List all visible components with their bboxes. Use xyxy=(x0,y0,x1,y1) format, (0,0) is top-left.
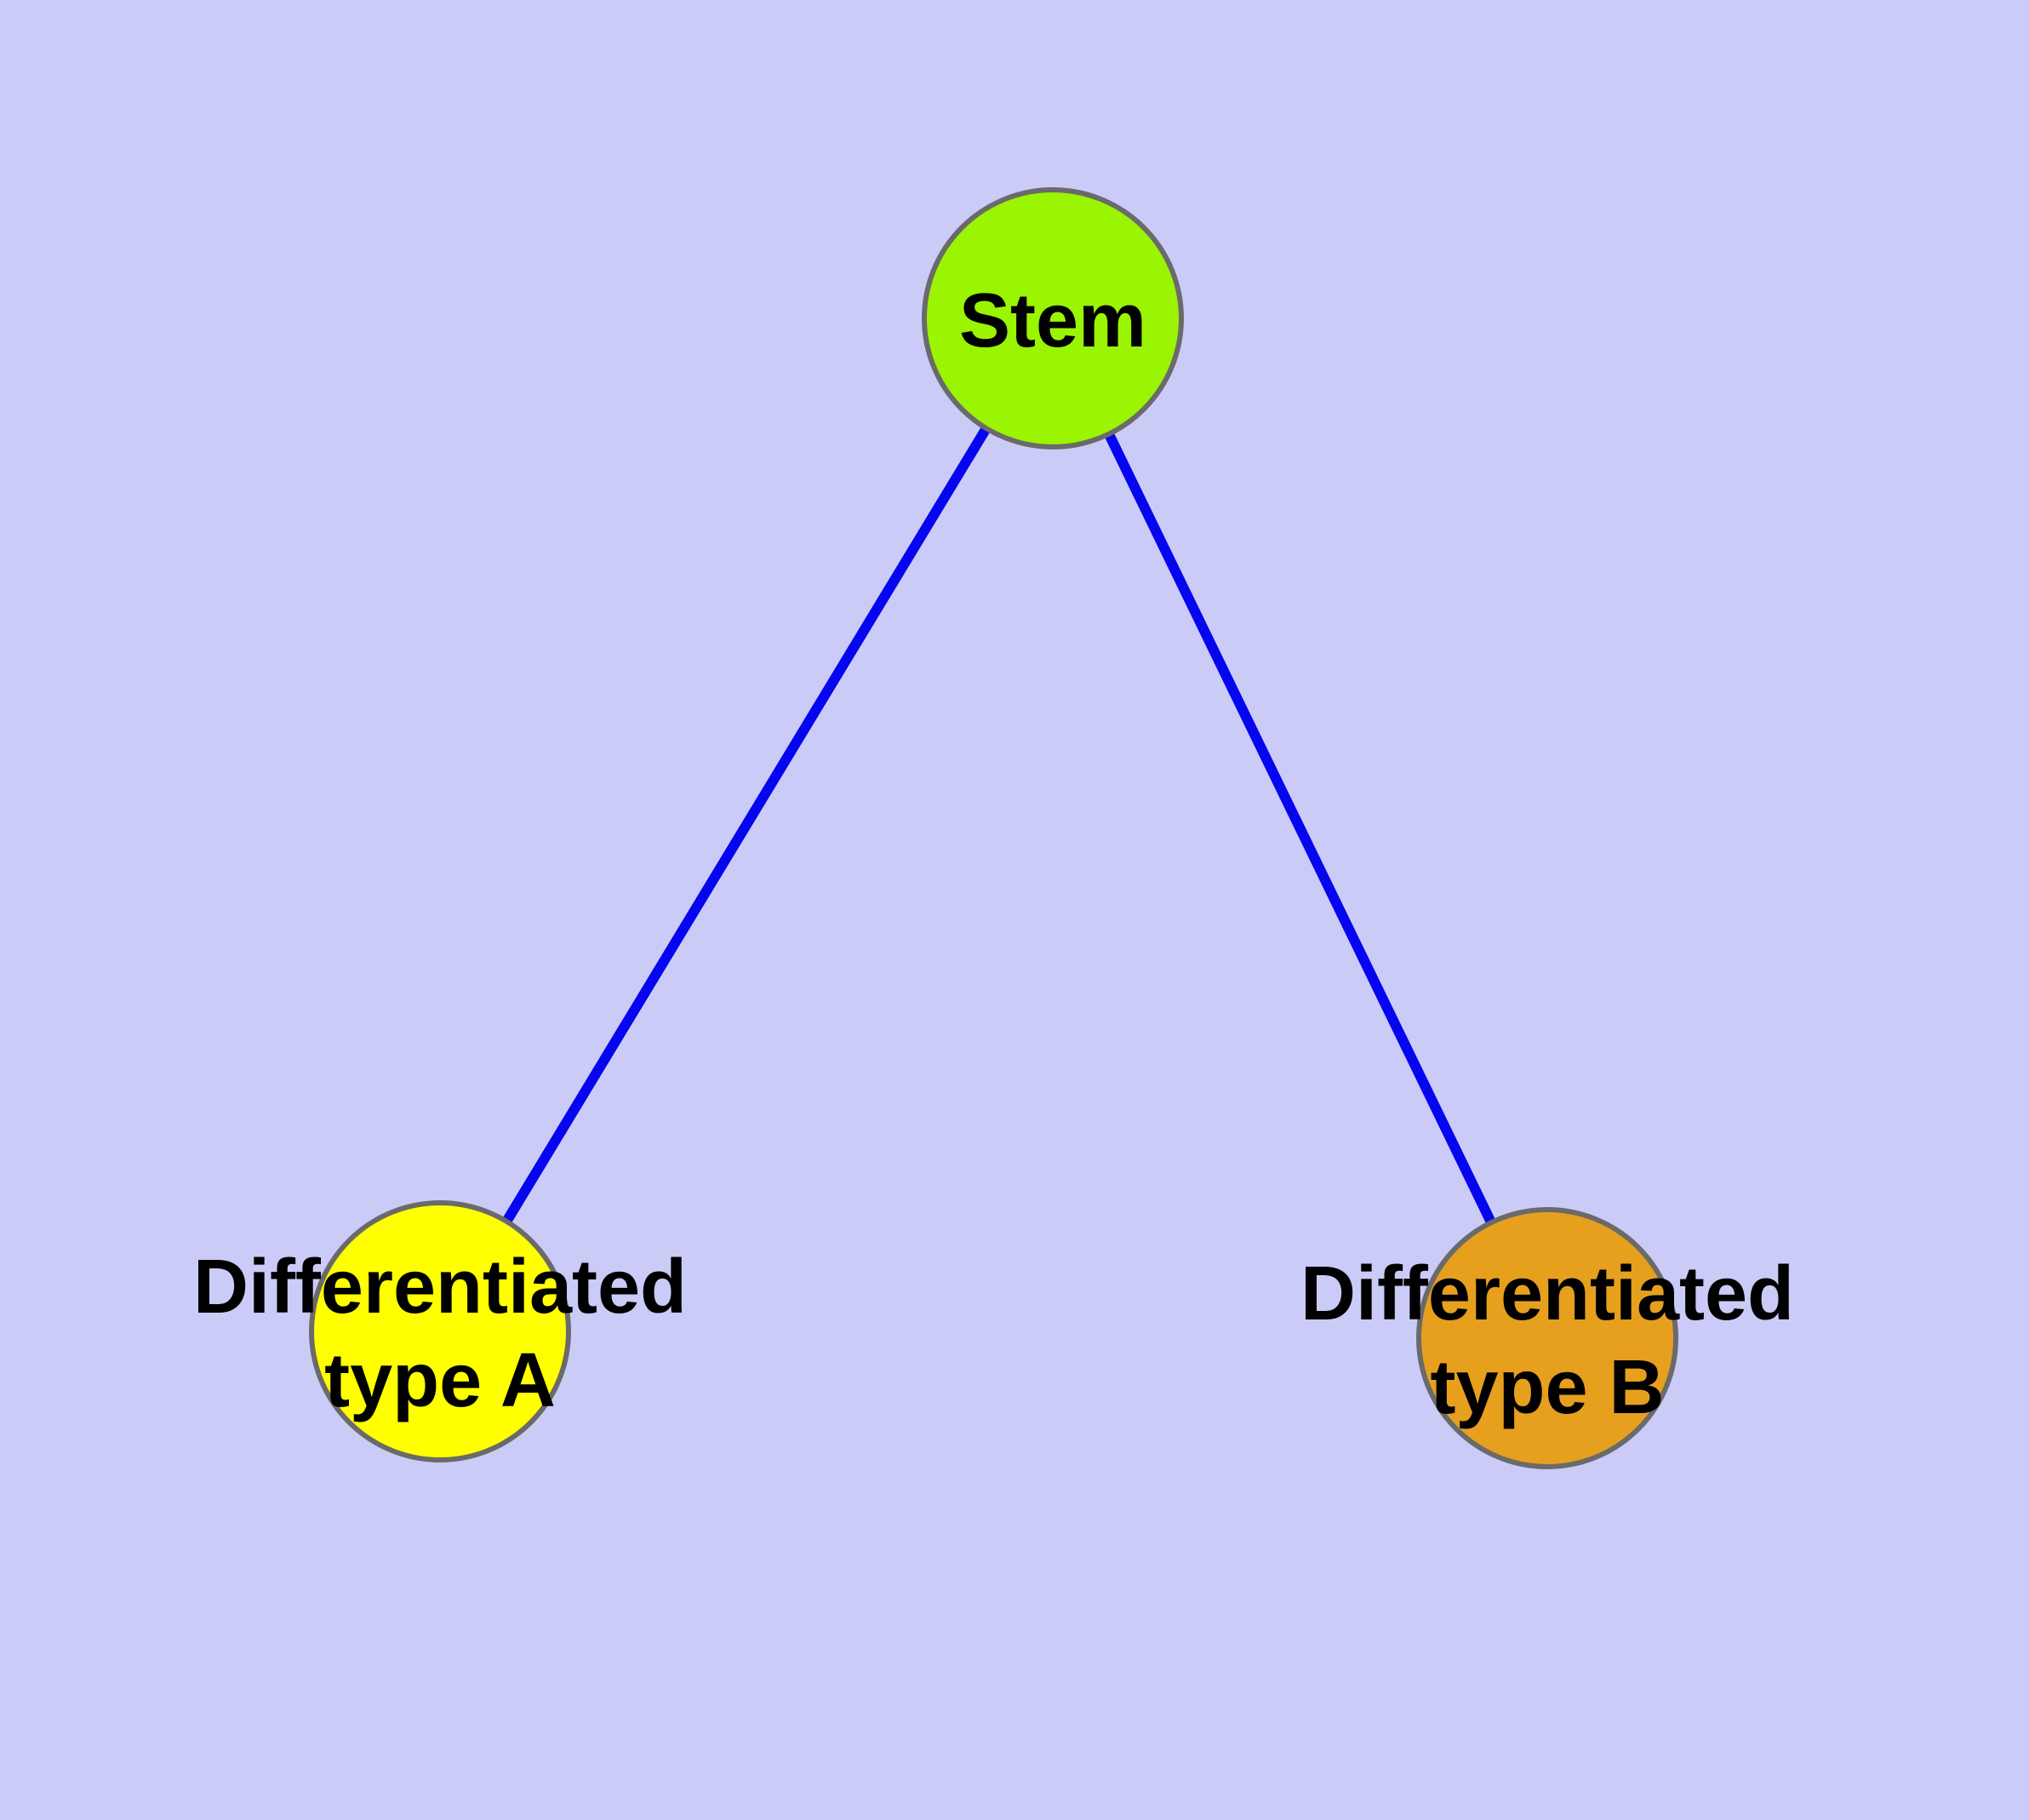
node-stem: Stem xyxy=(922,187,1184,449)
node-label-type-b: Differentiated type B xyxy=(1300,1251,1794,1430)
node-circle-type-a xyxy=(309,1200,571,1462)
node-label-line: Differentiated xyxy=(1300,1251,1794,1336)
node-label-line: Stem xyxy=(959,278,1146,363)
edge-layer xyxy=(435,315,1552,1341)
node-type-b: Differentiated type B xyxy=(1300,1207,1794,1469)
node-circle-type-b xyxy=(1416,1207,1678,1469)
edge-stem-type-b xyxy=(1048,316,1552,1341)
node-circle-stem xyxy=(922,187,1184,449)
node-label-line: type B xyxy=(1430,1345,1664,1430)
node-label-line: Differentiated xyxy=(193,1245,687,1330)
node-label-stem: Stem xyxy=(959,278,1146,363)
edge-stem-type-a xyxy=(435,315,1058,1335)
node-label-line: type A xyxy=(324,1338,556,1423)
